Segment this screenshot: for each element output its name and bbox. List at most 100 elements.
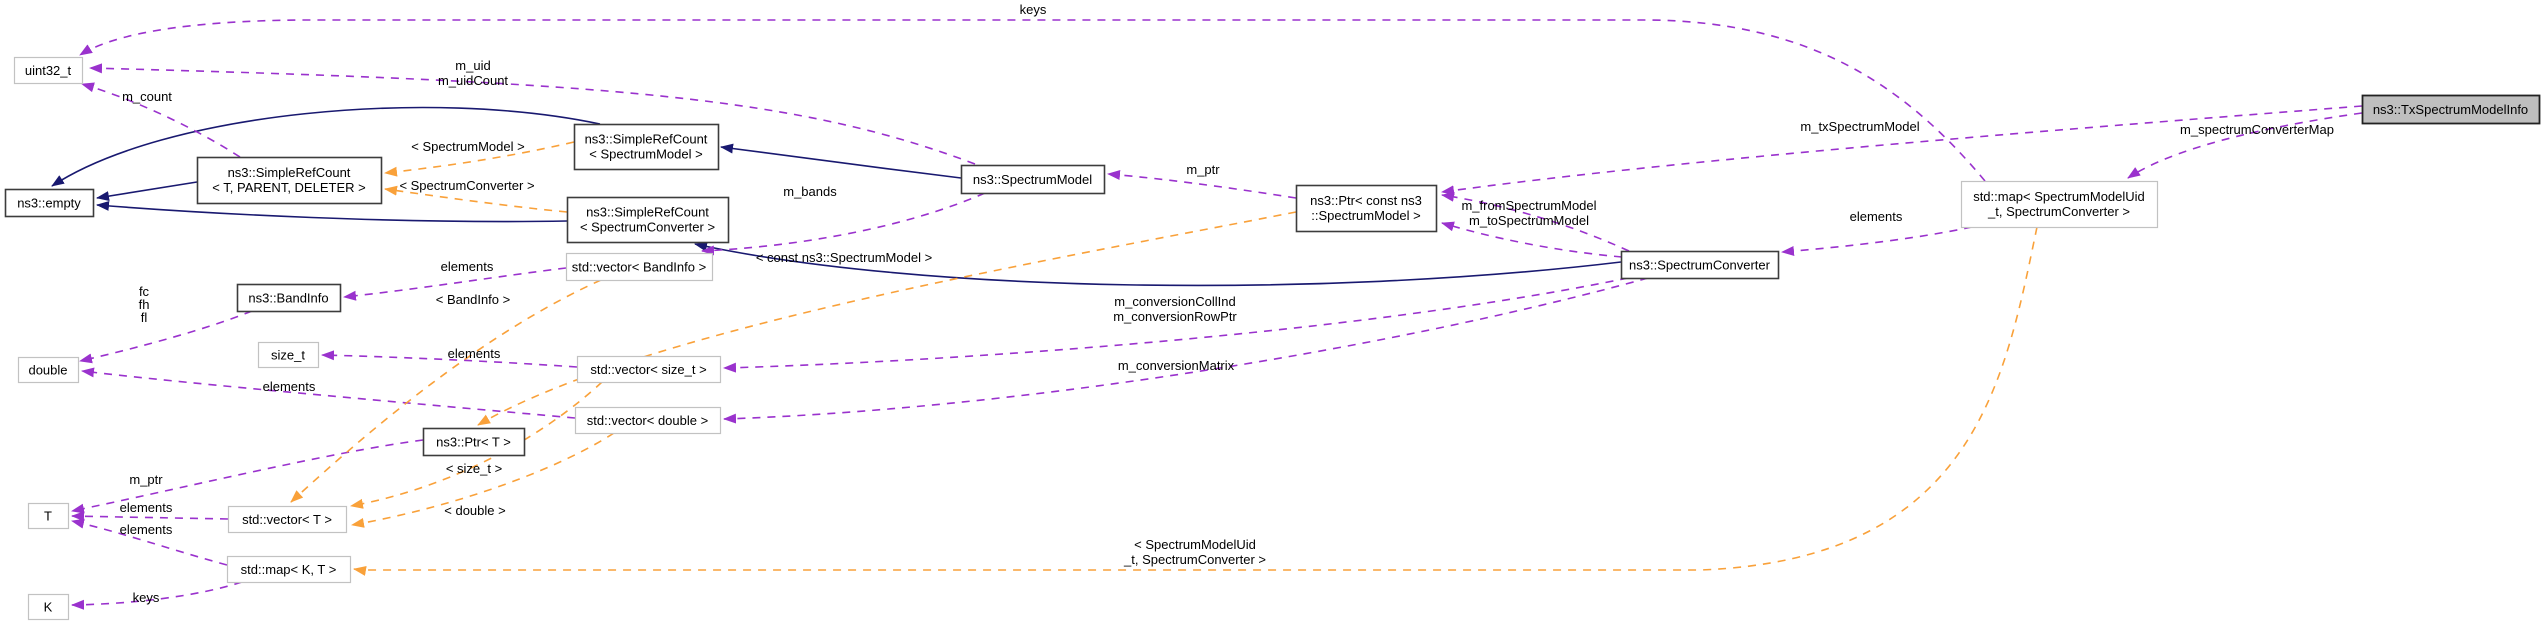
node-box-map-spectrummodeluid-spectrumconverter xyxy=(1960,180,2159,229)
node-vector-double: std::vector< double > xyxy=(574,406,722,435)
node-bandinfo[interactable]: ns3::BandInfo xyxy=(236,283,342,313)
edge-tmpl-spectrumconverter xyxy=(384,185,568,213)
edge-m-conversionmatrix xyxy=(723,277,1649,424)
node-box-simplerefcount-spectrumconverter[interactable] xyxy=(566,196,730,244)
node-ptr-t[interactable]: ns3::Ptr< T > xyxy=(422,427,526,457)
node-uint32-t: uint32_t xyxy=(13,56,84,85)
edge-tmpl-bandinfo xyxy=(290,279,602,503)
node-label-vector-double: std::vector< double > xyxy=(587,413,708,428)
edge-elements-vecdouble-to-double xyxy=(81,367,576,419)
node-k: K xyxy=(27,593,70,621)
edge-label-tmpl-spectrummodeluid-spectrumconverter: _t, SpectrumConverter > xyxy=(1123,552,1266,567)
edge-m-ptr-ptrconst-to-spectrummodel xyxy=(1107,169,1297,199)
edge-label-m-conversionmatrix: m_conversionMatrix xyxy=(1118,358,1235,373)
node-vector-size-t: std::vector< size_t > xyxy=(576,355,722,384)
edge-inherit-spectrummodel-to-src-sm xyxy=(720,143,962,179)
edge-labels-layer: keysm_uidm_uidCountm_countm_ptrm_fromSpe… xyxy=(120,2,2334,605)
edge-label-m-from-spectrumconverter-to-ptr: m_fromSpectrumModel xyxy=(1461,198,1596,213)
edge-label-tmpl-spectrummodel: < SpectrumModel > xyxy=(411,139,524,154)
node-label-k: K xyxy=(44,600,53,615)
edge-label-fc-fh-fl-bandinfo-to-double: fh xyxy=(139,297,150,312)
edge-m-count-src-tpd-to-uint32 xyxy=(81,82,241,158)
edge-label-elements-map-to-spectrumconverter: elements xyxy=(1850,209,1903,224)
edge-keys-map-to-uint32 xyxy=(79,19,1986,182)
node-box-ptr-t[interactable] xyxy=(422,427,526,457)
edge-label-m-from-spectrumconverter-to-ptr: m_toSpectrumModel xyxy=(1469,213,1589,228)
edge-label-tmpl-const-spectrummodel: < const ns3::SpectrumModel > xyxy=(756,250,932,265)
node-label-simplerefcount-t-parent-deleter: < T, PARENT, DELETER > xyxy=(212,180,365,195)
node-box-map-k-t xyxy=(226,555,352,584)
node-label-ptr-t: ns3::Ptr< T > xyxy=(436,435,511,450)
edge-label-m-bands: m_bands xyxy=(783,184,837,199)
edge-inherit-spectrumconverter-to-src-sc xyxy=(694,241,1622,287)
node-vector-bandinfo: std::vector< BandInfo > xyxy=(565,252,714,282)
node-label-ptr-const-spectrummodel: ns3::Ptr< const ns3 xyxy=(1310,193,1422,208)
node-simplerefcount-spectrummodel[interactable]: ns3::SimpleRefCount< SpectrumModel > xyxy=(573,123,720,171)
edge-tmpl-spectrummodel xyxy=(384,141,575,177)
node-box-double xyxy=(17,356,80,384)
edge-label-m-ptr-ptrconst-to-spectrummodel: m_ptr xyxy=(1186,162,1220,177)
node-box-simplerefcount-t-parent-deleter[interactable] xyxy=(196,156,383,205)
node-label-map-spectrummodeluid-spectrumconverter: _t, SpectrumConverter > xyxy=(1987,204,2130,219)
node-double: double xyxy=(17,356,80,384)
node-box-spectrummodel[interactable] xyxy=(960,164,1106,195)
node-label-size-t: size_t xyxy=(271,348,305,363)
edge-label-elements-vecsizet-to-sizet: elements xyxy=(448,346,501,361)
node-txspectrummodelinfo: ns3::TxSpectrumModelInfo xyxy=(2361,94,2541,125)
node-label-vector-t: std::vector< T > xyxy=(242,512,332,527)
edge-tmpl-spectrummodeluid-spectrumconverter xyxy=(353,226,2038,576)
edge-inherit-src-tpd-to-empty xyxy=(96,181,198,202)
edge-label-keys-mapkt-to-k: keys xyxy=(133,590,160,605)
edge-m-uid-spectrummodel-to-uint32 xyxy=(89,63,976,165)
node-label-map-k-t: std::map< K, T > xyxy=(241,562,337,577)
edge-label-tmpl-double: < double > xyxy=(444,503,505,518)
node-box-spectrumconverter[interactable] xyxy=(1620,250,1780,280)
node-spectrummodel[interactable]: ns3::SpectrumModel xyxy=(960,164,1106,195)
node-box-uint32-t xyxy=(13,56,84,85)
node-box-ns3-empty[interactable] xyxy=(4,188,95,218)
edge-label-tmpl-spectrumconverter: < SpectrumConverter > xyxy=(399,178,534,193)
edge-fc-fh-fl-bandinfo-to-double xyxy=(79,310,253,364)
node-box-bandinfo[interactable] xyxy=(236,283,342,313)
edge-label-keys-map-to-uint32: keys xyxy=(1020,2,1047,17)
node-ns3-empty[interactable]: ns3::empty xyxy=(4,188,95,218)
edge-label-tmpl-spectrummodeluid-spectrumconverter: < SpectrumModelUid xyxy=(1134,537,1256,552)
node-box-simplerefcount-spectrummodel[interactable] xyxy=(573,123,720,171)
edge-elements-map-to-spectrumconverter xyxy=(1781,226,1973,256)
node-spectrumconverter[interactable]: ns3::SpectrumConverter xyxy=(1620,250,1780,280)
edge-m-to-spectrumconverter-to-ptr xyxy=(1441,221,1623,258)
node-box-vector-bandinfo xyxy=(565,252,714,282)
node-map-k-t: std::map< K, T > xyxy=(226,555,352,584)
edge-elements-mapkt-to-t xyxy=(71,518,228,566)
node-label-map-spectrummodeluid-spectrumconverter: std::map< SpectrumModelUid xyxy=(1973,189,2145,204)
edge-label-elements-vectort-to-t: elements xyxy=(120,500,173,515)
edge-label-fc-fh-fl-bandinfo-to-double: fl xyxy=(141,310,148,325)
node-box-txspectrummodelinfo xyxy=(2361,94,2541,125)
edge-tmpl-size-t xyxy=(350,381,603,509)
node-simplerefcount-spectrumconverter[interactable]: ns3::SimpleRefCount< SpectrumConverter > xyxy=(566,196,730,244)
edge-elements-vecsizet-to-sizet xyxy=(321,350,578,368)
edge-label-fc-fh-fl-bandinfo-to-double: fc xyxy=(139,284,150,299)
node-simplerefcount-t-parent-deleter[interactable]: ns3::SimpleRefCount< T, PARENT, DELETER … xyxy=(196,156,383,205)
edges-layer xyxy=(51,19,2363,610)
node-label-simplerefcount-t-parent-deleter: ns3::SimpleRefCount xyxy=(228,165,351,180)
edge-label-m-uid-spectrummodel-to-uint32: m_uidCount xyxy=(438,73,508,88)
node-vector-t: std::vector< T > xyxy=(227,505,348,534)
node-ptr-const-spectrummodel[interactable]: ns3::Ptr< const ns3::SpectrumModel > xyxy=(1295,184,1438,233)
edge-label-m-ptr-ptrt-to-t: m_ptr xyxy=(129,472,163,487)
edge-label-m-count-src-tpd-to-uint32: m_count xyxy=(122,89,172,104)
node-box-ptr-const-spectrummodel[interactable] xyxy=(1295,184,1438,233)
node-box-size-t xyxy=(257,341,320,369)
node-label-spectrumconverter: ns3::SpectrumConverter xyxy=(1629,258,1771,273)
edge-inherit-src-sc-to-empty xyxy=(96,200,568,223)
node-size-t: size_t xyxy=(257,341,320,369)
edge-label-elements-mapkt-to-t: elements xyxy=(120,522,173,537)
node-box-t xyxy=(27,502,70,530)
edge-label-tmpl-size-t: < size_t > xyxy=(446,461,502,476)
node-label-ptr-const-spectrummodel: ::SpectrumModel > xyxy=(1311,208,1420,223)
node-label-double: double xyxy=(28,363,67,378)
edge-label-m-conversioncollind-rowptr: m_conversionRowPtr xyxy=(1113,309,1237,324)
